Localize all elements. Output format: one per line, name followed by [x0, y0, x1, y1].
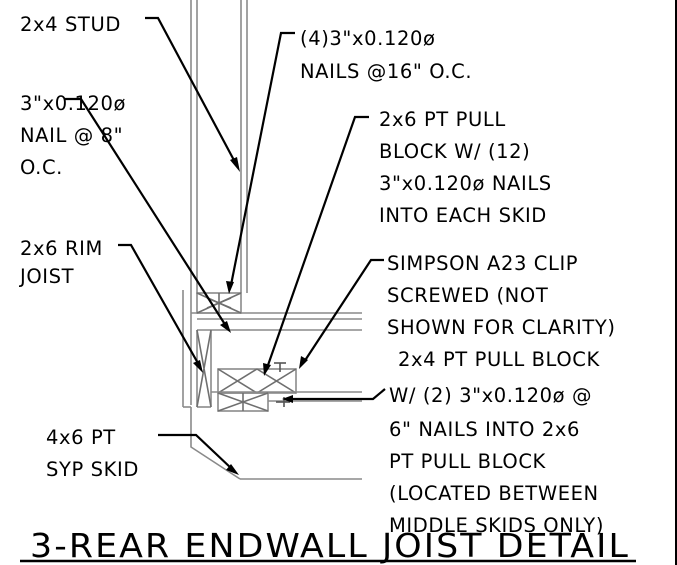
label-stud-nails-1: (4)3"x0.120ø: [300, 27, 436, 50]
pull-block-2x6: [217, 368, 297, 394]
leader-pull-block-2x4: [290, 388, 386, 401]
label-pull-block-2x6-1: 2x6 PT PULL: [379, 108, 506, 131]
callout-rim-joist: 2x6 RIM JOIST: [18, 237, 103, 288]
label-stud: 2x4 STUD: [20, 13, 121, 36]
label-clip-1: SIMPSON A23 CLIP: [387, 252, 578, 275]
leader-pull-block-2x6: [265, 115, 369, 369]
leader-rim-joist: [118, 243, 200, 366]
callout-pull-block-2x6: 2x6 PT PULL BLOCK W/ (12) 3"x0.120ø NAIL…: [379, 108, 552, 227]
leader-nail-8: [65, 97, 227, 327]
pull-block-2x4-cross: [217, 392, 269, 412]
title-text: 3-REAR ENDWALL JOIST DETAIL: [30, 526, 630, 565]
leader-clip: [303, 258, 384, 363]
arrow-rim-joist: [193, 360, 203, 373]
callout-clip: SIMPSON A23 CLIP SCREWED (NOT SHOWN FOR …: [387, 252, 616, 339]
leader-stud: [145, 16, 237, 165]
label-nail-8-3: O.C.: [20, 156, 63, 179]
arrow-skid: [226, 464, 239, 475]
label-rim-joist-1: 2x6 RIM: [20, 237, 103, 260]
arrow-stud: [230, 157, 240, 172]
leader-lines: [65, 16, 386, 475]
label-pull-block-2x6-3: 3"x0.120ø NAILS: [379, 172, 552, 195]
label-pull-block-2x4-6: MIDDLE SKIDS ONLY): [389, 514, 604, 537]
arrow-stud-nails: [226, 281, 234, 294]
rim-joist-cross: [196, 329, 212, 408]
label-pull-block-2x4-3: 6" NAILS INTO 2x6: [389, 418, 580, 441]
callout-skid: 4x6 PT SYP SKID: [46, 426, 139, 481]
label-pull-block-2x6-4: INTO EACH SKID: [379, 204, 547, 227]
arrow-pull-block-2x6: [263, 363, 271, 376]
label-pull-block-2x4-5: (LOCATED BETWEEN: [389, 482, 599, 505]
label-skid-2: SYP SKID: [46, 458, 139, 481]
callout-stud-nails: (4)3"x0.120ø NAILS @16" O.C.: [300, 27, 472, 83]
leader-stud-nails: [229, 31, 295, 286]
label-pull-block-2x6-2: BLOCK W/ (12): [379, 140, 530, 163]
callout-pull-block-2x4: 2x4 PT PULL BLOCK W/ (2) 3"x0.120ø @ 6" …: [389, 348, 604, 537]
stud-block-cross-2: [206, 297, 232, 309]
leader-skid: [158, 433, 233, 470]
label-pull-block-2x4-2: W/ (2) 3"x0.120ø @: [389, 384, 592, 407]
arrow-clip: [299, 356, 308, 369]
label-nail-8-1: 3"x0.120ø: [20, 92, 126, 115]
label-clip-3: SHOWN FOR CLARITY): [387, 316, 616, 339]
callout-stud: 2x4 STUD: [20, 13, 121, 36]
label-pull-block-2x4-1: 2x4 PT PULL BLOCK: [398, 348, 600, 371]
label-rim-joist-2: JOIST: [18, 265, 74, 288]
structure-linework: [182, 0, 362, 480]
label-pull-block-2x4-4: PT PULL BLOCK: [389, 450, 547, 473]
arrow-nail-8: [220, 321, 231, 333]
callout-nail-8: 3"x0.120ø NAIL @ 8" O.C.: [20, 92, 126, 179]
label-stud-nails-2: NAILS @16" O.C.: [300, 60, 472, 83]
label-nail-8-2: NAIL @ 8": [20, 124, 123, 147]
skid-edge: [190, 407, 241, 480]
label-clip-2: SCREWED (NOT: [387, 284, 548, 307]
arrow-pull-block-2x4: [282, 395, 293, 403]
detail-title: 3-REAR ENDWALL JOIST DETAIL: [20, 526, 636, 565]
label-skid-1: 4x6 PT: [46, 426, 116, 449]
pull-block-2x6-cross: [217, 368, 297, 394]
